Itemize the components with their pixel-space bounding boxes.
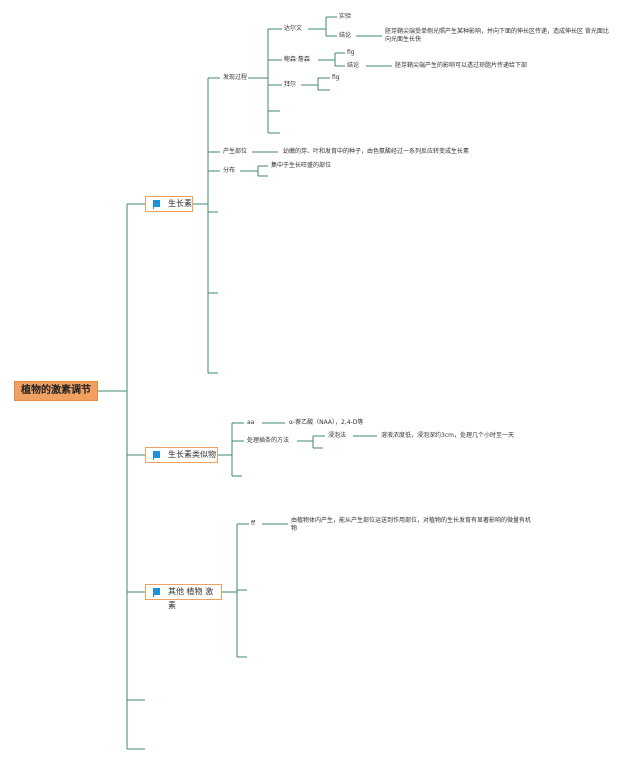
node-paal[interactable]: 拜尔 — [284, 81, 297, 88]
node-jensen-conclusion-text[interactable]: 胚芽鞘尖端产生的影响可以透过琼脂片传递给下部 — [395, 62, 528, 69]
topic-analogs[interactable]: 生长素类似物 — [145, 447, 218, 463]
flag-icon — [153, 451, 160, 460]
node-discovery[interactable]: 发现过程 — [223, 74, 248, 81]
topic-auxin[interactable]: 生长素 — [145, 196, 193, 212]
node-method[interactable]: 处理插条的方法 — [247, 437, 290, 444]
node-origin-text[interactable]: 幼嫩的芽、叶和发育中的种子，由色氨酸经过一系列反应转变成生长素 — [283, 148, 470, 155]
node-origin[interactable]: 产生部位 — [223, 148, 248, 155]
flag-icon — [153, 588, 160, 597]
node-distribution[interactable]: 分布 — [223, 167, 236, 174]
node-soak-text[interactable]: 溶液浓度低，浸泡深约3cm，处理几个小时至一天 — [381, 432, 514, 439]
root-topic[interactable]: 植物的激素调节 — [14, 381, 98, 401]
node-distribution-text[interactable]: 集中于生长旺盛的部位 — [271, 162, 332, 169]
node-darwin-conclusion-text[interactable]: 胚芽鞘尖端受单侧光照产生某种影响，并向下面的伸长区传递，造成伸长区 背光面比向光… — [385, 28, 609, 43]
node-aa[interactable]: aa — [247, 419, 255, 426]
topic-others[interactable]: 其他 植物 激素 — [145, 584, 222, 610]
node-jensen-fig[interactable]: fig — [347, 49, 355, 56]
node-darwin[interactable]: 达尔文 — [284, 25, 303, 32]
node-jensen[interactable]: 鲍森·詹森 — [284, 56, 310, 63]
node-paal-fig[interactable]: fig — [332, 74, 340, 81]
node-ff[interactable]: ff — [251, 520, 256, 527]
topic-analogs-label: 生长素类似物 — [168, 450, 216, 459]
node-jensen-conclusion[interactable]: 结论 — [347, 62, 360, 69]
node-aa-text[interactable]: α-萘乙酸（NAA），2,4-D等 — [289, 419, 364, 426]
topic-others-label: 其他 植物 激素 — [168, 587, 214, 610]
node-darwin-experiment[interactable]: 实验 — [339, 13, 352, 20]
flag-icon — [153, 200, 160, 209]
topic-auxin-label: 生长素 — [168, 199, 192, 208]
node-ff-text[interactable]: 由植物体内产生，能从产生部位运送到作用部位，对植物的生长发育有显著影响的微量有机… — [291, 517, 532, 532]
node-darwin-conclusion[interactable]: 结论 — [339, 32, 352, 39]
node-soak[interactable]: 浸泡法 — [328, 432, 347, 439]
